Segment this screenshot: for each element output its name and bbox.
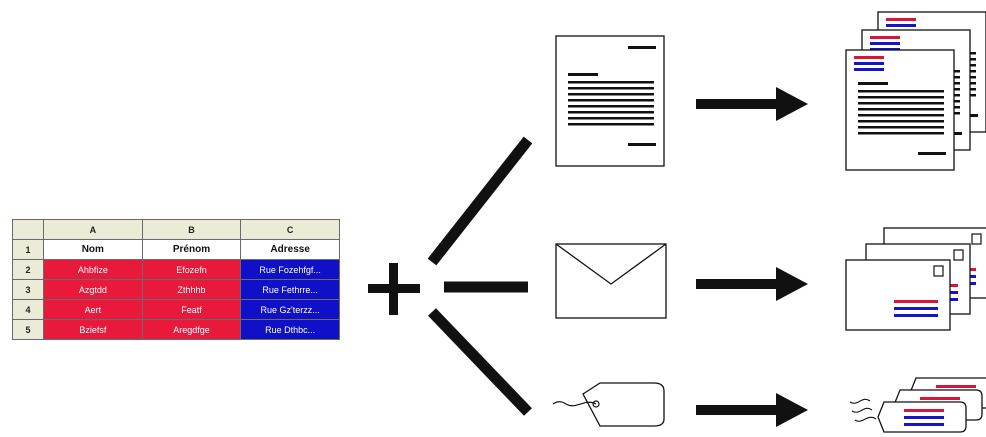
column-header-a: A xyxy=(43,219,143,240)
envelope-icon xyxy=(555,243,667,319)
row-number: 5 xyxy=(12,319,44,340)
arrow-icon xyxy=(696,393,808,427)
prenom-cell: Aregdfge xyxy=(141,319,242,340)
corner-cell xyxy=(12,219,44,240)
nom-cell: Bziefsf xyxy=(43,319,143,340)
branch-lines xyxy=(427,136,533,416)
table-row: 5 Bziefsf Aregdfge Rue Dthbc... xyxy=(12,319,340,340)
spreadsheet: A B C 1 Nom Prénom Adresse 2 Ahbfize Efo… xyxy=(12,219,340,340)
envelope-stack-icon xyxy=(845,227,986,331)
letter-stack-icon xyxy=(845,11,986,171)
column-header-b: B xyxy=(141,219,242,240)
table-row: 4 Aert Featf Rue Gz'terzz... xyxy=(12,299,340,320)
branch-line-up xyxy=(427,136,533,266)
field-adresse: Adresse xyxy=(240,239,340,260)
adresse-cell: Rue Dthbc... xyxy=(240,319,340,340)
prenom-cell: Zthhhb xyxy=(141,279,242,300)
table-row: 3 Azgtdd Zthhhb Rue Fethrre... xyxy=(12,279,340,300)
letter-icon xyxy=(555,35,665,167)
tag-icon xyxy=(552,382,665,427)
arrow-icon xyxy=(696,87,808,121)
adresse-cell: Rue Gz'terzz... xyxy=(240,299,340,320)
column-header-row: A B C xyxy=(12,219,340,240)
nom-cell: Ahbfize xyxy=(43,259,143,280)
row-number: 2 xyxy=(12,259,44,280)
arrow-icon xyxy=(696,267,808,301)
row-number: 3 xyxy=(12,279,44,300)
tag-stack-icon xyxy=(849,377,986,433)
branch-line-down xyxy=(428,308,532,416)
table-row: 2 Ahbfize Efozefn Rue Fozehfgf... xyxy=(12,259,340,280)
field-nom: Nom xyxy=(43,239,143,260)
plus-icon xyxy=(368,263,420,315)
nom-cell: Aert xyxy=(43,299,143,320)
